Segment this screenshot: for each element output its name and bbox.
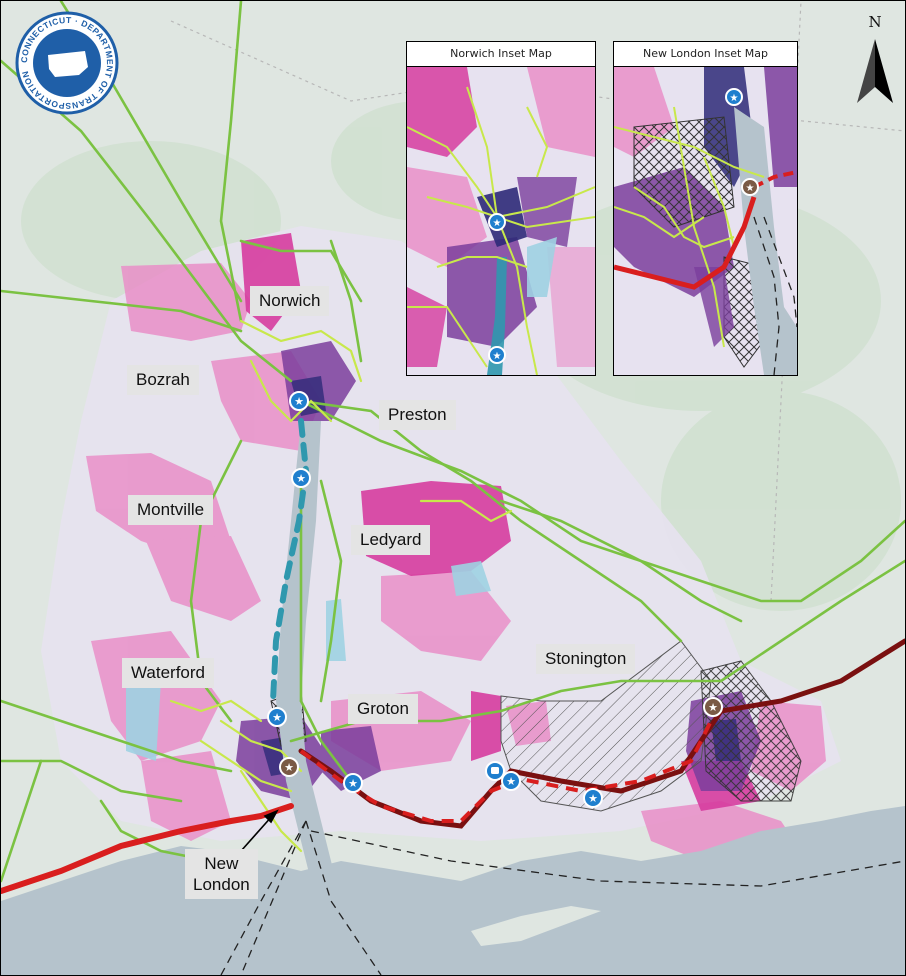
proposed-rail-dashed: [299, 720, 713, 823]
inset-title-new-london: New London Inset Map: [614, 42, 797, 67]
town-label-waterford: Waterford: [122, 658, 215, 688]
inset-map-norwich: Norwich Inset Map ★: [406, 41, 596, 376]
svg-text:★: ★: [296, 472, 306, 485]
north-arrow-icon: [857, 39, 893, 103]
station-star-icon: ★: [291, 468, 311, 488]
long-island-sound: [1, 806, 905, 975]
station-star-icon: ★: [343, 773, 363, 793]
town-label-new-london: New London: [185, 849, 258, 899]
north-label: N: [868, 13, 882, 31]
svg-text:★: ★: [294, 395, 304, 408]
town-label-new-london-line1: New: [204, 854, 239, 873]
crosshatch-area-pawcatuck: [700, 660, 802, 802]
thames-river: [276, 421, 361, 975]
busway-dashed: [270, 418, 310, 704]
svg-text:★: ★: [506, 775, 516, 788]
station-star-icon: ★: [488, 346, 506, 364]
station-star-icon: ★: [501, 771, 521, 791]
north-arrow: N: [853, 13, 897, 103]
ct-dot-seal-icon: CONNECTICUT · DEPARTMENT OF TRANSPORTATI…: [15, 11, 119, 115]
station-markers: ★ ★ ★ ★ ★ ★: [267, 391, 723, 808]
station-star-icon: ★: [488, 213, 506, 231]
rail-line-west: [1, 803, 294, 894]
hatched-area-stonington: [500, 640, 712, 812]
station-star-icon: ★: [583, 788, 603, 808]
town-label-preston: Preston: [379, 400, 456, 430]
new-london-arrow: [240, 809, 279, 852]
inset-title-norwich: Norwich Inset Map: [407, 42, 595, 67]
rail-station-icon: ★: [741, 178, 759, 196]
inset-map-new-london: New London Inset Map: [613, 41, 798, 376]
town-label-groton: Groton: [348, 694, 418, 724]
town-label-montville: Montville: [128, 495, 214, 525]
station-star-icon: ★: [725, 88, 743, 106]
svg-text:★: ★: [746, 183, 755, 194]
bus-stop-icon: [485, 761, 505, 781]
town-label-stonington: Stonington: [536, 644, 636, 674]
station-star-icon: ★: [289, 391, 309, 411]
svg-text:★: ★: [284, 761, 294, 774]
svg-text:★: ★: [272, 711, 282, 724]
svg-text:★: ★: [493, 351, 502, 362]
rail-station-icon: ★: [703, 697, 723, 717]
svg-text:★: ★: [493, 218, 502, 229]
svg-text:★: ★: [730, 93, 739, 104]
town-label-bozrah: Bozrah: [127, 365, 199, 395]
town-label-ledyard: Ledyard: [351, 525, 431, 555]
svg-text:★: ★: [348, 777, 358, 790]
svg-text:★: ★: [588, 792, 598, 805]
town-label-norwich: Norwich: [250, 286, 330, 316]
svg-text:★: ★: [708, 701, 718, 714]
inset-norwich-map: ★ ★: [407, 67, 595, 375]
rail-station-icon: ★: [279, 757, 299, 777]
inset-new-london-map: ★ ★: [614, 67, 797, 375]
station-star-icon: ★: [267, 707, 287, 727]
town-label-new-london-line2: London: [193, 875, 250, 894]
